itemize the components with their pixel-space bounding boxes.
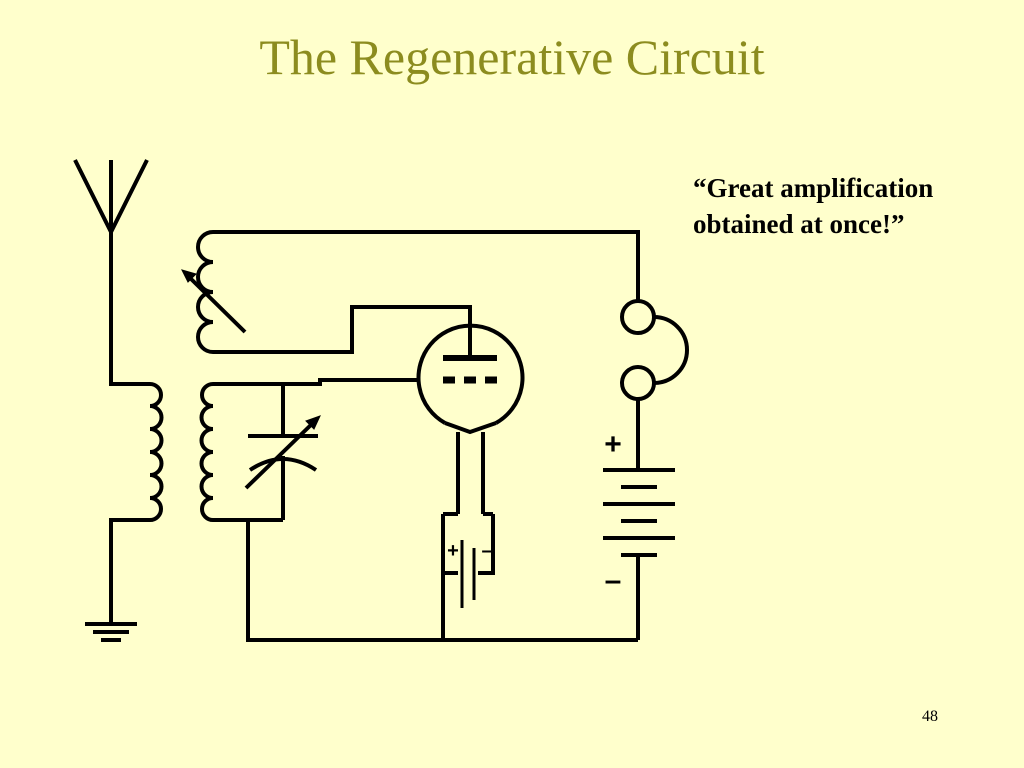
- tickler-variable-arrow: [184, 272, 247, 334]
- plate-battery: [603, 468, 675, 640]
- tickler-coil: [196, 230, 214, 354]
- ground-symbol: [85, 518, 150, 642]
- plate-battery-minus-label: –: [605, 564, 622, 597]
- quote-text: “Great amplification obtained at once!”: [693, 170, 1013, 243]
- antenna-symbol: [73, 159, 150, 386]
- variable-capacitor: [244, 384, 321, 520]
- primary-coil: [149, 382, 164, 522]
- plate-battery-plus-label: +: [604, 428, 622, 461]
- vacuum-tube: [416, 323, 525, 514]
- quote-line-2: obtained at once!”: [693, 209, 905, 240]
- headphones-symbol: [620, 299, 689, 470]
- filament-battery-minus-label: –: [481, 540, 492, 562]
- slide-number: 48: [922, 708, 938, 725]
- slide-title: The Regenerative Circuit: [259, 29, 765, 85]
- quote-line-1: “Great amplification: [693, 173, 934, 203]
- filament-battery-plus-label: +: [447, 540, 459, 562]
- secondary-coil: [199, 382, 214, 522]
- filament-battery: [441, 512, 495, 640]
